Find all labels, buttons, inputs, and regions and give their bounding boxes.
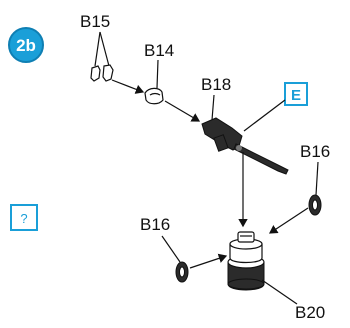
step-number: 2b — [16, 36, 36, 55]
leader-e — [243, 99, 286, 132]
part-b20 — [227, 231, 265, 291]
arrow-b14-to-b18 — [164, 100, 201, 122]
step-badge: 2b — [8, 27, 44, 63]
leader-b16-left — [161, 235, 181, 263]
e-callout-label: E — [291, 87, 301, 104]
help-box[interactable]: ? — [10, 204, 38, 231]
label-b16-right: B16 — [300, 142, 330, 161]
part-b14 — [144, 87, 164, 105]
part-b16-right — [308, 194, 322, 216]
label-b20: B20 — [295, 303, 325, 322]
part-b15 — [90, 64, 114, 82]
leader-b15 — [94, 31, 110, 67]
label-b16-left: B16 — [140, 215, 170, 234]
leader-b20 — [261, 279, 298, 305]
help-box-label: ? — [20, 211, 27, 226]
label-b18: B18 — [201, 75, 231, 94]
label-b14: B14 — [144, 41, 174, 60]
leader-b18 — [211, 94, 215, 121]
leader-b14 — [156, 59, 159, 89]
arrow-b15-to-b14 — [111, 79, 145, 94]
part-b18 — [201, 117, 289, 175]
part-b16-left — [175, 261, 189, 283]
arrow-b16-left — [189, 253, 228, 269]
e-callout-box: E — [284, 82, 308, 106]
leader-b16-right — [315, 161, 319, 196]
arrow-b16-right — [268, 207, 309, 234]
label-b15: B15 — [80, 12, 110, 31]
